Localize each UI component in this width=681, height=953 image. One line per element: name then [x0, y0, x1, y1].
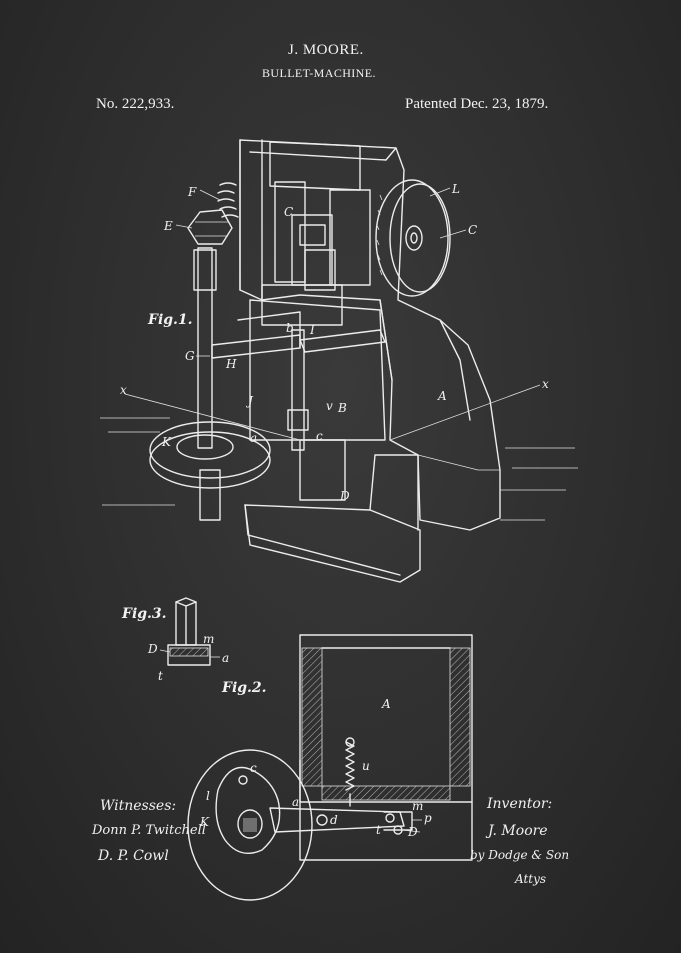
label-m-fig3: m: [203, 632, 214, 646]
figure-1-machine: Fig.1. F C E L C G H b I x x A J v B K a…: [100, 139, 578, 583]
invention-title: BULLET-MACHINE.: [262, 66, 376, 80]
attorney-title: Attys: [515, 872, 547, 886]
label-a-fig1: a: [250, 431, 257, 445]
label-J: J: [245, 394, 254, 408]
label-D-fig3: D: [147, 642, 158, 656]
ground-shading: [100, 417, 578, 521]
label-x-right: x: [542, 377, 549, 391]
inventor-signature: J. Moore: [488, 823, 548, 839]
attorney-signature: by Dodge & Son: [470, 848, 570, 862]
wheel-L: [375, 179, 451, 297]
inventor-label: Inventor:: [487, 796, 553, 812]
figure-2-section: Fig.2.: [187, 634, 473, 901]
label-t-fig3: t: [158, 669, 163, 683]
fig3-caption: Fig.3.: [121, 606, 167, 622]
label-m-fig2: m: [412, 799, 423, 813]
label-G: G: [185, 349, 195, 363]
witness-signature-1: Donn P. Twitchell: [92, 823, 206, 838]
cam-K-fig2: [187, 749, 313, 901]
label-C-wheel: C: [468, 223, 477, 237]
label-l: l: [206, 789, 210, 803]
label-A-fig2: A: [381, 697, 391, 711]
label-C-top: C: [284, 205, 293, 219]
label-I: I: [309, 323, 315, 337]
label-F: F: [187, 185, 197, 199]
label-B: B: [337, 401, 347, 415]
fig1-caption: Fig.1.: [147, 312, 193, 328]
label-a-fig2: a: [292, 795, 299, 809]
label-H: H: [225, 357, 237, 371]
label-A-fig1: A: [437, 389, 447, 403]
fig2-caption: Fig.2.: [221, 680, 267, 696]
lever-H: [211, 334, 301, 359]
patent-date: Patented Dec. 23, 1879.: [405, 96, 549, 112]
label-c-fig1: c: [316, 429, 323, 443]
frame-body: [239, 139, 501, 531]
base-block-D: [244, 504, 421, 583]
figure-3-detail: Fig.3. m D a t: [121, 597, 229, 683]
label-K-fig2: K: [199, 815, 210, 829]
label-v: v: [326, 399, 333, 413]
label-E: E: [163, 219, 173, 233]
label-K-fig1: K: [161, 435, 172, 449]
label-D-fig2: D: [407, 825, 418, 839]
label-x-left: x: [120, 383, 127, 397]
witnesses-label: Witnesses:: [100, 798, 177, 814]
lever-arm-a: [269, 807, 405, 833]
label-u: u: [362, 759, 370, 773]
witness-signature-2: D. P. Cowl: [98, 848, 169, 864]
coil-F: [217, 182, 239, 218]
label-d: d: [330, 813, 338, 827]
label-b: b: [286, 321, 294, 335]
label-p: p: [424, 811, 432, 825]
label-a-fig3: a: [222, 651, 229, 665]
plunger-b: [291, 329, 305, 451]
spring-u: [345, 741, 355, 791]
shaft-G: [197, 247, 213, 449]
inventor-name: J. MOORE.: [288, 42, 364, 58]
patent-number: No. 222,933.: [96, 96, 175, 112]
label-t-fig2: t: [376, 823, 381, 837]
bevel-gear-E: [187, 209, 233, 245]
label-L: L: [451, 182, 460, 196]
cam-disc-K: [149, 421, 271, 521]
label-D-fig1: D: [339, 489, 350, 503]
label-c-fig2: c: [250, 761, 257, 775]
